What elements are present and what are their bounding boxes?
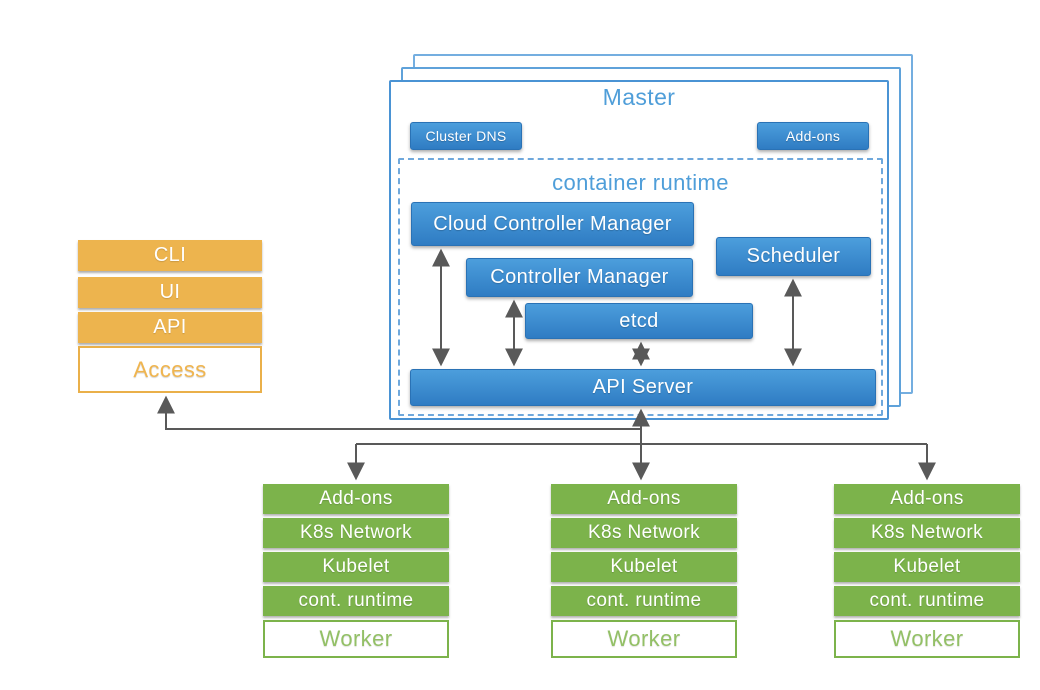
worker-label: Worker [263,620,449,658]
worker-row: Add-ons [263,484,449,514]
access-layer-ui: UI [78,277,262,308]
worker-row: K8s Network [834,518,1020,548]
scheduler-box: Scheduler [716,237,871,276]
access-box: Access [78,346,262,393]
worker-row: cont. runtime [551,586,737,616]
worker-row: cont. runtime [834,586,1020,616]
cloud-controller-manager-box: Cloud Controller Manager [411,202,694,246]
worker-label: Worker [551,620,737,658]
access-layer-api: API [78,312,262,343]
worker-node-1: Add-ons K8s Network Kubelet cont. runtim… [263,484,449,658]
etcd-box: etcd [525,303,753,339]
master-title: Master [602,84,676,110]
worker-row: Kubelet [263,552,449,582]
worker-row: Add-ons [551,484,737,514]
container-runtime-title: container runtime [552,170,729,195]
worker-node-2: Add-ons K8s Network Kubelet cont. runtim… [551,484,737,658]
worker-row: K8s Network [551,518,737,548]
worker-row: Kubelet [834,552,1020,582]
master-addons-box: Add-ons [757,122,869,150]
access-layer-cli: CLI [78,240,262,271]
api-server-box: API Server [410,369,876,406]
cluster-dns-box: Cluster DNS [410,122,522,150]
worker-row: cont. runtime [263,586,449,616]
controller-manager-box: Controller Manager [466,258,693,297]
worker-row: K8s Network [263,518,449,548]
worker-node-3: Add-ons K8s Network Kubelet cont. runtim… [834,484,1020,658]
arrow-apiserver-access [157,395,641,430]
worker-row: Kubelet [551,552,737,582]
worker-label: Worker [834,620,1020,658]
worker-row: Add-ons [834,484,1020,514]
